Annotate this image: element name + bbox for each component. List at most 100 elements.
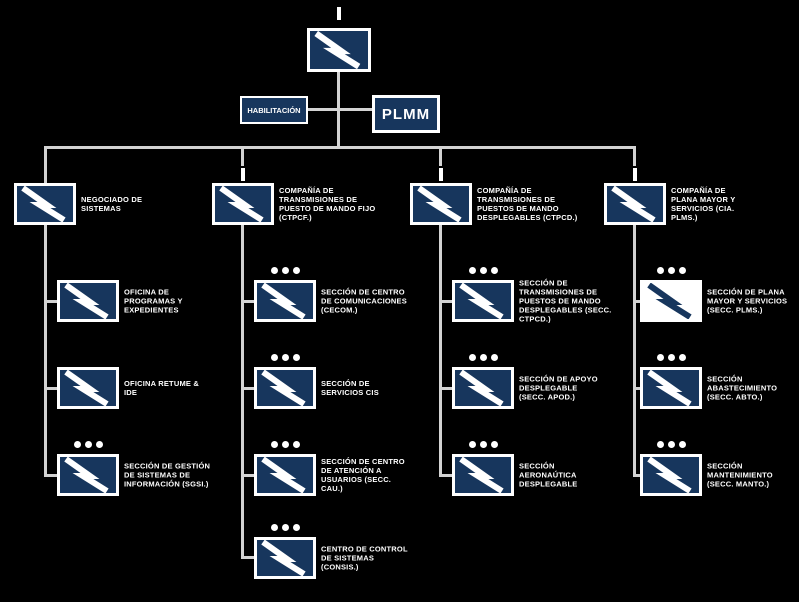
- col4-child2-label: SECCIÓN ABASTECIMIENTO (SECC. ABTO.): [707, 374, 778, 402]
- spine-col4: [633, 225, 636, 477]
- col4-child1-label: SECCIÓN DE PLANA MAYOR Y SERVICIOS (SECC…: [707, 287, 788, 315]
- col1-head-unit-symbol: [14, 183, 76, 225]
- dot-icon: [490, 441, 498, 448]
- dot-icon: [292, 267, 300, 274]
- echelon-dots-section: [254, 354, 316, 361]
- stub: [44, 300, 57, 303]
- signal-flash-icon: [261, 540, 306, 576]
- dot-icon: [292, 524, 300, 531]
- signal-flash-icon: [417, 186, 462, 222]
- root-signal-unit-symbol: [307, 28, 371, 72]
- col2-child1-unit-symbol: [254, 280, 316, 322]
- col4-head-unit-symbol: [604, 183, 666, 225]
- col4-child1-unit-symbol: [640, 280, 702, 322]
- col3-head-label: COMPAÑÍA DE TRANSMISIONES DE PUESTOS DE …: [477, 186, 578, 222]
- dot-icon: [270, 354, 278, 361]
- col1-head-label: NEGOCIADO DE SISTEMAS: [81, 195, 143, 213]
- stub: [439, 474, 452, 477]
- echelon-dots-section: [57, 441, 119, 448]
- dot-icon: [678, 267, 686, 274]
- signal-flash-icon: [647, 370, 692, 406]
- connector-drop-col2: [241, 146, 244, 166]
- col2-head-unit-symbol: [212, 183, 274, 225]
- stub: [241, 300, 254, 303]
- signal-flash-icon: [647, 457, 692, 493]
- echelon-dots-section: [452, 441, 514, 448]
- col2-child4-unit-symbol: [254, 537, 316, 579]
- dot-icon: [281, 524, 289, 531]
- col4-head-label: COMPAÑÍA DE PLANA MAYOR Y SERVICIOS (CIA…: [671, 186, 736, 222]
- col3-child2-label: SECCIÓN DE APOYO DESPLEGABLE (SECC. APOD…: [519, 374, 598, 402]
- col2-child2-unit-symbol: [254, 367, 316, 409]
- dot-icon: [678, 441, 686, 448]
- signal-flash-icon: [64, 457, 109, 493]
- dot-icon: [678, 354, 686, 361]
- echelon-dots-section: [640, 354, 702, 361]
- signal-flash-icon: [459, 283, 504, 319]
- col1-child2-unit-symbol: [57, 367, 119, 409]
- echelon-dots-section: [452, 354, 514, 361]
- spine-col3: [439, 225, 442, 477]
- echelon-mark-company: [439, 168, 443, 181]
- signal-flash-icon: [314, 31, 361, 69]
- dot-icon: [292, 441, 300, 448]
- echelon-dots-section: [640, 441, 702, 448]
- stub: [633, 474, 642, 477]
- dot-icon: [667, 441, 675, 448]
- stub: [44, 474, 57, 477]
- echelon-dots-section: [640, 267, 702, 274]
- stub: [633, 300, 642, 303]
- stub: [439, 300, 452, 303]
- dot-icon: [667, 354, 675, 361]
- signal-flash-icon: [64, 283, 109, 319]
- col4-child3-label: SECCIÓN MANTENIMIENTO (SECC. MANTO.): [707, 461, 773, 489]
- dot-icon: [479, 267, 487, 274]
- connector-drop-col1: [44, 146, 47, 183]
- col1-child3-label: SECCIÓN DE GESTIÓN DE SISTEMAS DE INFORM…: [124, 461, 211, 489]
- connector-drop-col4: [633, 146, 636, 166]
- echelon-mark-root: [337, 7, 341, 20]
- dot-icon: [479, 441, 487, 448]
- spine-col2: [241, 225, 244, 559]
- dot-icon: [270, 524, 278, 531]
- col3-child3-label: SECCIÓN AERONAÚTICA DESPLEGABLE: [519, 461, 578, 489]
- dot-icon: [281, 441, 289, 448]
- connector-drop-col3: [439, 146, 442, 166]
- echelon-dots-section: [254, 524, 316, 531]
- dot-icon: [468, 354, 476, 361]
- col1-child3-unit-symbol: [57, 454, 119, 496]
- col4-child3-unit-symbol: [640, 454, 702, 496]
- signal-flash-icon: [219, 186, 264, 222]
- dot-icon: [281, 267, 289, 274]
- signal-flash-icon: [459, 370, 504, 406]
- echelon-mark-company: [241, 168, 245, 181]
- dot-icon: [479, 354, 487, 361]
- signal-flash-icon: [64, 370, 109, 406]
- signal-flash-icon: [261, 457, 306, 493]
- echelon-dots-section: [254, 441, 316, 448]
- col3-child2-unit-symbol: [452, 367, 514, 409]
- col3-child3-unit-symbol: [452, 454, 514, 496]
- col1-child1-unit-symbol: [57, 280, 119, 322]
- dot-icon: [656, 354, 664, 361]
- dot-icon: [281, 354, 289, 361]
- dot-icon: [270, 267, 278, 274]
- col1-child1-label: OFICINA DE PROGRAMAS Y EXPEDIENTES: [124, 287, 183, 315]
- dot-icon: [270, 441, 278, 448]
- dot-icon: [468, 267, 476, 274]
- col3-head-unit-symbol: [410, 183, 472, 225]
- connector-main-horizontal: [44, 146, 636, 149]
- col1-child2-label: OFICINA RETUME & IDE: [124, 379, 200, 397]
- signal-flash-icon: [611, 186, 656, 222]
- col2-child3-unit-symbol: [254, 454, 316, 496]
- signal-flash-icon: [459, 457, 504, 493]
- spine-col1: [44, 225, 47, 477]
- habilitacion-box: HABILITACIÓN: [240, 96, 308, 124]
- signal-flash-icon: [261, 370, 306, 406]
- stub: [241, 556, 254, 559]
- dot-icon: [490, 354, 498, 361]
- stub: [241, 387, 254, 390]
- echelon-dots-section: [452, 267, 514, 274]
- connector-staff-horizontal: [306, 108, 372, 111]
